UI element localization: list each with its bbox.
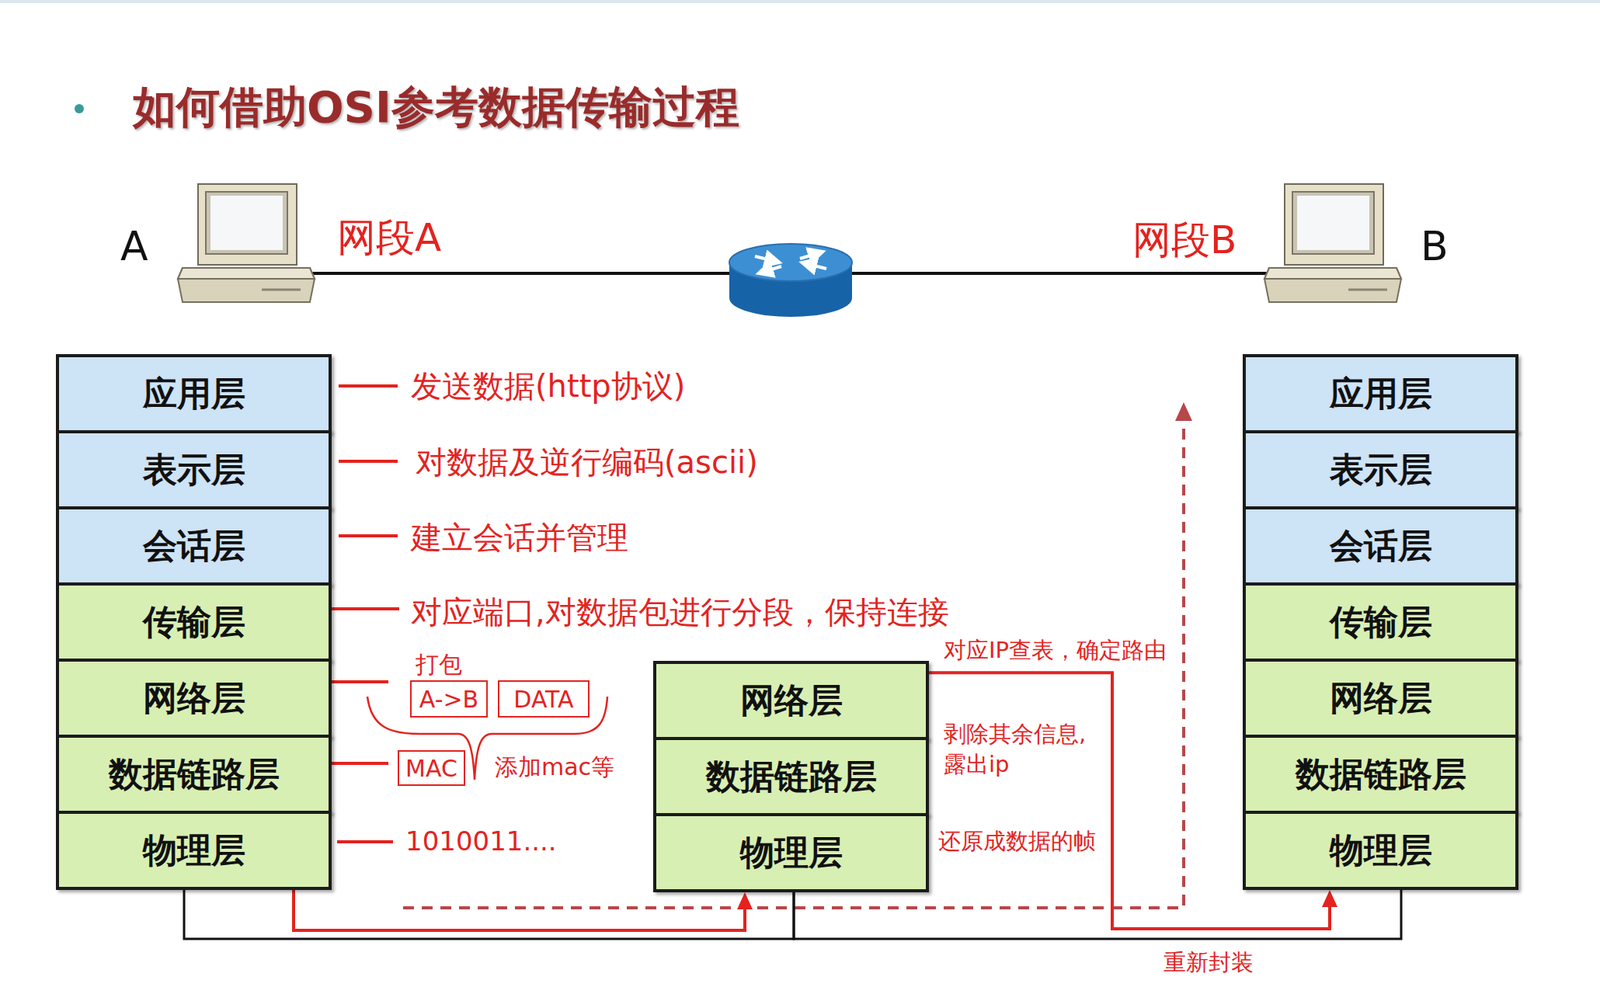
osi-layer-box: 应用层 — [55, 354, 332, 434]
dashed-arrowhead — [1175, 402, 1193, 421]
top-bar — [0, 0, 1600, 4]
field-text: DATA — [513, 685, 574, 714]
connector-line — [293, 890, 745, 931]
computer-icon — [177, 184, 315, 303]
arrowhead — [1321, 890, 1338, 908]
osi-layer-box: 物理层 — [653, 813, 929, 893]
layer-name: 应用层 — [142, 371, 246, 418]
field-text: MAC — [405, 754, 458, 783]
layer-name: 数据链路层 — [1295, 751, 1467, 798]
layer-name: 物理层 — [1329, 827, 1433, 874]
connector-line — [184, 890, 794, 940]
osi-layer-box: 数据链路层 — [55, 734, 332, 814]
layer-name: 表示层 — [142, 447, 246, 494]
annotation: 重新封装 — [1163, 949, 1254, 977]
title-bullet — [74, 104, 84, 114]
annotation: 添加mac等 — [494, 753, 615, 782]
layer-name: 数据链路层 — [706, 754, 877, 800]
computer-label: A — [120, 222, 149, 271]
osi-layer-box: 表示层 — [55, 430, 332, 510]
connector — [293, 890, 753, 931]
annotation: 对数据及逆行编码(ascii) — [415, 443, 759, 481]
annotation: 还原成数据的帧 — [938, 827, 1096, 856]
segment-label: 网段A — [337, 214, 442, 261]
connector — [184, 890, 794, 940]
layer-name: 表示层 — [1329, 447, 1433, 494]
layer-name: 应用层 — [1329, 371, 1433, 418]
segment-label: 网段B — [1132, 216, 1237, 264]
dashed-logical-path — [403, 419, 1184, 908]
osi-layer-box: 应用层 — [1242, 354, 1519, 434]
annotation: 剥除其余信息, 露出ip — [943, 719, 1111, 780]
layer-name: 物理层 — [142, 827, 246, 874]
packet-field-box: A->B — [410, 680, 488, 718]
computer-icon — [1264, 184, 1402, 303]
layer-name: 传输层 — [142, 599, 246, 646]
osi-layer-box: 网络层 — [55, 658, 332, 738]
connector — [793, 890, 1402, 940]
connector-line — [793, 890, 1402, 940]
annotation: 打包 — [415, 651, 463, 679]
annotation: 1010011.... — [405, 825, 557, 858]
layer-name: 物理层 — [740, 830, 843, 877]
osi-layer-box: 表示层 — [1242, 430, 1519, 510]
layer-name: 网络层 — [740, 678, 843, 724]
annotation: 发送数据(http协议) — [410, 367, 686, 405]
packet-field-box: DATA — [497, 680, 590, 718]
osi-layer-box: 网络层 — [653, 660, 929, 741]
osi-layer-box: 传输层 — [1242, 582, 1519, 662]
layer-name: 数据链路层 — [108, 751, 280, 798]
packet-field-box: MAC — [397, 750, 466, 787]
osi-layer-box: 物理层 — [1242, 810, 1519, 891]
layer-name: 网络层 — [142, 675, 246, 722]
slide-title: 如何借助OSI参考数据传输过程 — [132, 80, 740, 133]
field-text: A->B — [419, 685, 479, 714]
leader-line — [324, 386, 400, 842]
arrowhead — [737, 892, 753, 910]
osi-layer-box: 数据链路层 — [1242, 734, 1519, 814]
osi-layer-box: 传输层 — [55, 582, 332, 662]
layer-name: 网络层 — [1329, 675, 1433, 722]
layer-name: 会话层 — [1329, 523, 1433, 570]
annotation: 对应IP查表，确定路由 — [943, 638, 1167, 664]
osi-layer-box: 网络层 — [1242, 658, 1519, 738]
annotation: 建立会话并管理 — [410, 518, 629, 557]
annotation: 对应端口,对数据包进行分段，保持连接 — [410, 593, 950, 631]
router-icon — [729, 243, 853, 317]
layer-name: 传输层 — [1329, 599, 1433, 646]
computer-label: B — [1420, 222, 1449, 271]
layer-name: 会话层 — [142, 523, 246, 570]
osi-layer-box: 会话层 — [55, 506, 332, 586]
osi-layer-box: 会话层 — [1242, 506, 1519, 586]
osi-layer-box: 数据链路层 — [653, 737, 929, 817]
osi-layer-box: 物理层 — [55, 810, 332, 891]
